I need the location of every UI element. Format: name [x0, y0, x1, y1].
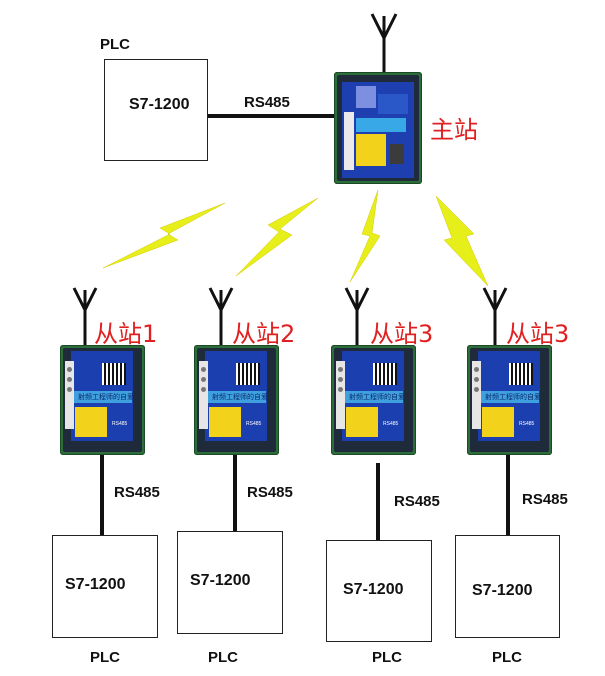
- slave2-station-label: 从站2: [232, 320, 296, 348]
- slave2-rs485-label: RS485: [247, 484, 293, 501]
- lightning-bolt-1-icon: [102, 202, 226, 269]
- slave1-device: 射频工程师的自爱 RS485: [60, 345, 145, 455]
- slave3-antenna-icon: [344, 287, 370, 348]
- lightning-bolt-3-icon: [349, 189, 381, 283]
- slave3-plc-box: S7-1200: [326, 540, 432, 642]
- slave2-plc-name: S7-1200: [190, 572, 251, 589]
- slave1-plc-box: S7-1200: [52, 535, 158, 638]
- slave3-rs485-wire: [376, 463, 380, 540]
- master-plc-caption: PLC: [100, 36, 130, 53]
- slave3-device: 射频工程师的自爱 RS485: [331, 345, 416, 455]
- slave1-rs485-label: RS485: [114, 484, 160, 501]
- slave2-plc-box: S7-1200: [177, 531, 283, 634]
- slave1-plc-caption: PLC: [90, 649, 120, 666]
- slave1-antenna-icon: [72, 287, 98, 348]
- slave3-plc-name: S7-1200: [343, 581, 404, 598]
- slave2-device: 射频工程师的自爱 RS485: [194, 345, 279, 455]
- master-rs485-label: RS485: [244, 94, 290, 111]
- slave4-plc-name: S7-1200: [472, 582, 533, 599]
- master-rs485-wire: [208, 114, 334, 118]
- slave2-rs485-wire: [233, 455, 237, 531]
- slave2-plc-caption: PLC: [208, 649, 238, 666]
- slave3-station-label: 从站3: [370, 320, 434, 348]
- slave4-plc-caption: PLC: [492, 649, 522, 666]
- master-station-label: 主站: [430, 116, 478, 144]
- slave3-rs485-label: RS485: [394, 493, 440, 510]
- master-device: [334, 72, 422, 184]
- slave4-station-label: 从站3: [506, 320, 570, 348]
- slave3-plc-caption: PLC: [372, 649, 402, 666]
- slave4-device: 射频工程师的自爱 RS485: [467, 345, 552, 455]
- lightning-bolt-2-icon: [235, 197, 319, 277]
- slave4-rs485-wire: [506, 455, 510, 535]
- slave4-antenna-icon: [482, 287, 508, 348]
- lightning-bolt-4-icon: [435, 195, 489, 287]
- slave1-rs485-wire: [100, 455, 104, 535]
- slave1-plc-name: S7-1200: [65, 576, 126, 593]
- master-antenna-icon: [370, 13, 398, 76]
- slave2-antenna-icon: [208, 287, 234, 348]
- slave4-plc-box: S7-1200: [455, 535, 560, 638]
- slave4-rs485-label: RS485: [522, 491, 568, 508]
- master-plc-name: S7-1200: [129, 96, 190, 113]
- slave1-station-label: 从站1: [94, 320, 158, 348]
- master-plc-box: S7-1200: [104, 59, 208, 161]
